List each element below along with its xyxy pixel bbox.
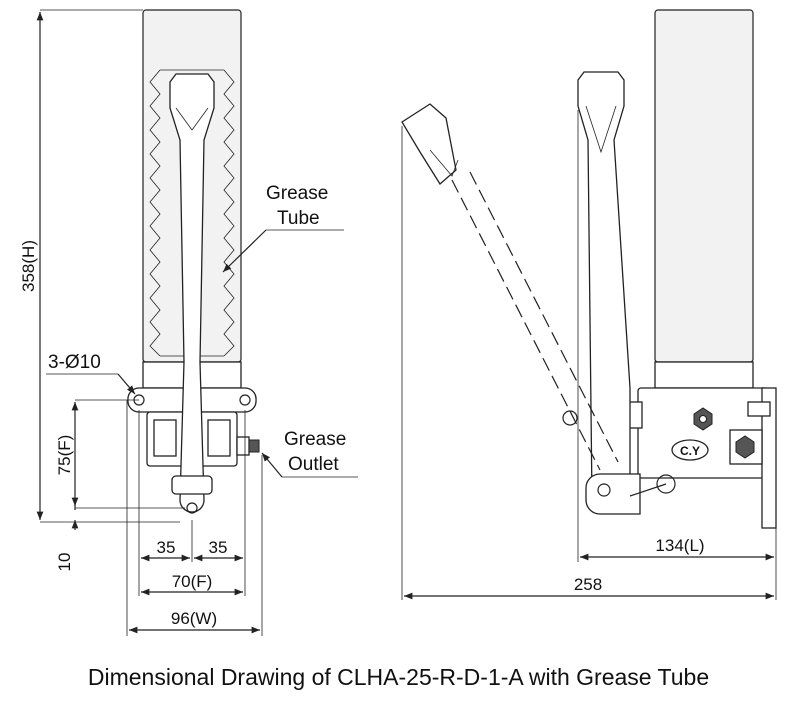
- front-handle-pivot: [186, 502, 198, 514]
- dim-f-vertical-label: 75(F): [55, 435, 74, 476]
- dim-half-right-label: 35: [209, 538, 228, 557]
- side-handle-foot: [585, 473, 641, 515]
- grease-tube-label-line1: Grease: [266, 183, 328, 204]
- side-tube-base: [654, 361, 754, 389]
- dim-width-label: 96(W): [171, 609, 217, 628]
- dim-height-label: 358(H): [19, 240, 38, 292]
- front-callouts: Grease Tube Grease Outlet 3-Ø10: [46, 183, 358, 478]
- dim-f-horizontal-label: 70(F): [172, 572, 213, 591]
- grease-outlet-label-line2: Outlet: [288, 454, 339, 475]
- dim-half-left-label: 35: [157, 538, 176, 557]
- front-grease-outlet-fitting: [236, 436, 250, 456]
- drawing-caption: Dimensional Drawing of CLHA-25-R-D-1-A w…: [87, 664, 710, 690]
- front-dimensions: 358(H) 75(F) 10 35 35 70(F) 96(W): [19, 9, 263, 636]
- side-handle-swung: [401, 103, 619, 471]
- brand-mark: C.Y: [680, 444, 700, 458]
- side-grease-tube: [654, 9, 754, 363]
- side-handle-upright: [577, 71, 631, 501]
- grease-tube-label-line2: Tube: [277, 208, 320, 229]
- dim-length-label: 134(L): [655, 536, 704, 555]
- front-spring: [149, 69, 235, 357]
- brand-badge: [671, 439, 709, 461]
- side-dimensions: 134(L) 258: [401, 110, 777, 600]
- mounting-hole-right: [239, 394, 251, 406]
- side-view: C.Y: [401, 9, 777, 529]
- dim-offset-label: 10: [55, 553, 74, 572]
- mounting-holes-label: 3-Ø10: [48, 352, 101, 373]
- front-view: [127, 9, 260, 514]
- dim-total-label: 258: [574, 575, 602, 594]
- grease-outlet-label-line1: Grease: [284, 429, 346, 450]
